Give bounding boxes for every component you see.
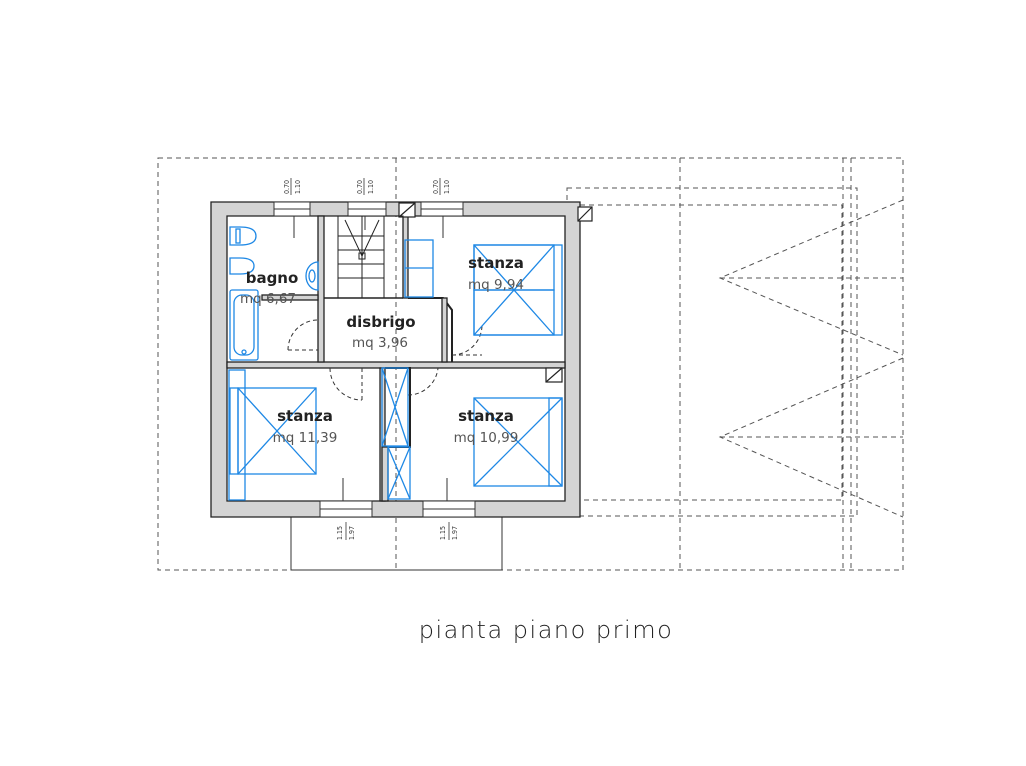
- window-dim-tc-2: 1.10: [367, 180, 375, 194]
- drawing-title: pianta piano primo: [419, 616, 674, 644]
- room-area-stanza-se: mq 10,99: [454, 430, 519, 446]
- room-area-bagno: mq 6,67: [240, 291, 296, 307]
- window-dim-tc-1: 0.70: [356, 180, 364, 194]
- window-dim-bl-1: 1.15: [336, 526, 344, 540]
- room-name-disbrigo: disbrigo: [346, 313, 415, 331]
- window-dim-tr-2: 1.10: [443, 180, 451, 194]
- room-name-stanza-sw: stanza: [277, 407, 333, 425]
- room-name-bagno: bagno: [246, 269, 299, 287]
- staircase: [323, 215, 404, 299]
- window-dim-br-2: 1.97: [451, 526, 459, 540]
- window-dim-bl-2: 1.97: [348, 526, 356, 540]
- bathtub-icon: [229, 289, 259, 361]
- wardrobe: [387, 446, 411, 500]
- window-dim-br-1: 1.15: [439, 526, 447, 540]
- bathroom-fixtures: [229, 226, 319, 361]
- room-area-stanza-sw: mq 11,39: [273, 430, 338, 446]
- room-name-stanza-se: stanza: [458, 407, 514, 425]
- window-dim-tl-1: 0.70: [283, 180, 291, 194]
- room-labels: bagno mq 6,67 disbrigo mq 3,96 stanza mq…: [240, 254, 524, 446]
- window-dim-tl-2: 1.10: [294, 180, 302, 194]
- flue-icon: [398, 202, 593, 383]
- sink-icon: [305, 261, 319, 291]
- wardrobe: [228, 369, 246, 501]
- bidet-icon: [229, 257, 255, 275]
- balcony: [290, 514, 503, 571]
- window-dim-tr-1: 0.70: [432, 180, 440, 194]
- room-area-disbrigo: mq 3,96: [352, 335, 408, 351]
- window-annotations: 0.70 1.10 0.70 1.10 0.70 1.10 1.15 1.97 …: [283, 178, 459, 540]
- wardrobe: [381, 367, 409, 447]
- bedroom-furniture: [228, 239, 563, 501]
- room-area-stanza-ne: mq 9,94: [468, 277, 524, 293]
- room-name-stanza-ne: stanza: [468, 254, 524, 272]
- toilet-icon: [229, 226, 257, 246]
- window-openings: [273, 201, 476, 518]
